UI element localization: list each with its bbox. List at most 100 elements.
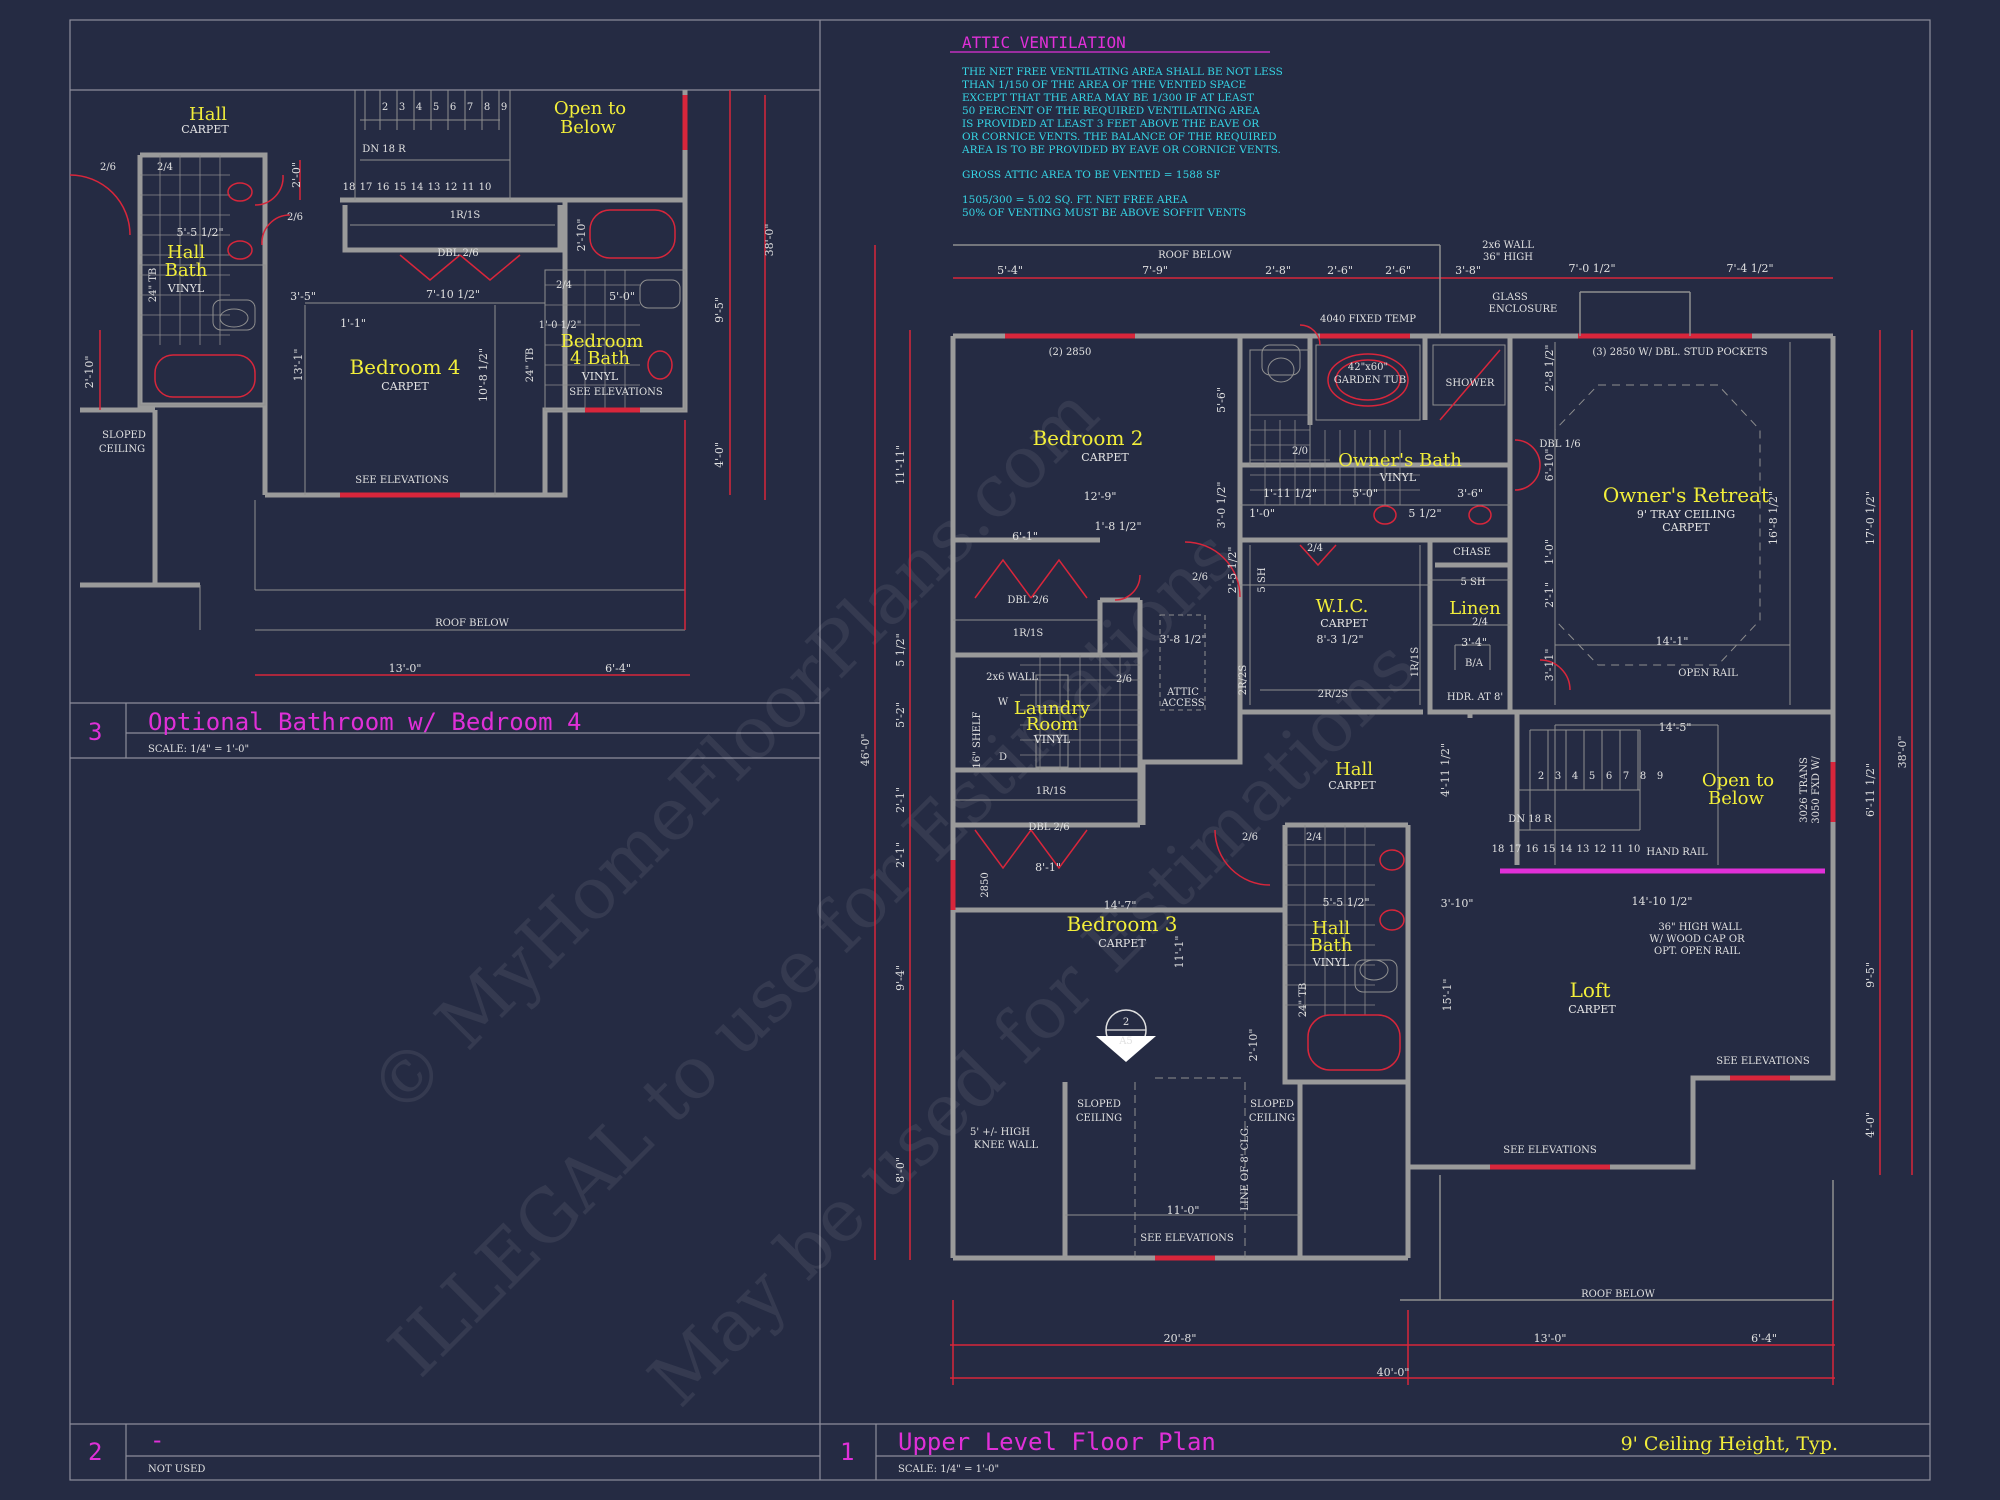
p3-stair-dn: DN 18 R [362, 144, 406, 155]
p1-dim-i7: 1'-11 1/2" [1263, 487, 1317, 500]
p1-hall: Hall [1335, 759, 1373, 780]
p3-room-hall-sub: CARPET [181, 123, 229, 136]
p1-dim-r1: 17'-0 1/2" [1864, 491, 1877, 545]
p3-dim-e: 5'-0" [609, 290, 635, 303]
p1-stair-top-6: 8 [1640, 771, 1646, 782]
p3-dim-f: 13'-1" [292, 349, 305, 382]
p1-tub-2: GARDEN TUB [1334, 375, 1406, 386]
p3-stair-top-0: 2 [382, 102, 388, 113]
p3-dim-a: 5'-5 1/2" [177, 226, 224, 239]
panel-1-scale: SCALE: 1/4" = 1'-0" [898, 1464, 999, 1475]
p1-2r2s-v: 2R/2S [1238, 665, 1249, 696]
attic-ventilation-note: ATTIC VENTILATION THE NET FREE VENTILATI… [950, 33, 1283, 219]
p1-dim-r4: 4'-0" [1864, 1112, 1877, 1138]
p1-window-2850: (2) 2850 [1049, 347, 1092, 358]
p1-dim-i13: 6'-10" [1543, 449, 1556, 482]
p3-dim-k: 9'-5" [713, 297, 726, 323]
panel-1-ceiling-note: 9' Ceiling Height, Typ. [1621, 1433, 1838, 1455]
p1-dim-i29: 11'-0" [1167, 1204, 1200, 1217]
attic-calc-2: 50% OF VENTING MUST BE ABOVE SOFFIT VENT… [962, 207, 1246, 219]
p1-section-marker: 2 A5 [1096, 1009, 1156, 1062]
p1-2r2s: 2R/2S [1318, 689, 1349, 700]
p1-door-24-c: 2/4 [1472, 617, 1488, 628]
p1-linen: Linen [1449, 598, 1501, 619]
p3-see-elevations-2: SEE ELEVATIONS [569, 387, 663, 398]
p1-windows [950, 333, 1836, 1261]
p3-hall-bath-1: Hall [167, 242, 205, 263]
p1-tub: 24" TB [1298, 983, 1309, 1018]
p1-attic-1: ATTIC [1166, 687, 1199, 698]
p1-dim-i23: 14'-10 1/2" [1632, 895, 1693, 908]
p1-stair-bot-4: 14 [1560, 844, 1573, 855]
p1-stair-numbers-top: 2 3 4 5 6 7 8 9 [1538, 771, 1663, 782]
p1-wall36-b: W/ WOOD CAP OR [1649, 934, 1745, 945]
p1-sh-5b: 5 SH [1257, 567, 1268, 592]
p1-dim-i19: 3'-4" [1461, 636, 1487, 649]
plan3-stairs [354, 90, 511, 200]
p1-wall-2x6: 2x6 WALL [1482, 240, 1534, 251]
p3-stair-bot-2: 16 [377, 182, 390, 193]
p1-wall-36: 36" HIGH [1483, 252, 1533, 263]
p1-hand-rail-label: HAND RAIL [1646, 847, 1708, 858]
p1-stair-bot-2: 16 [1526, 844, 1539, 855]
p3-bedroom-4: Bedroom 4 [349, 355, 460, 379]
p3-bed4-bath-2: 4 Bath [570, 348, 630, 369]
p1-interior-walls [953, 336, 1833, 1258]
p1-loft: Loft [1570, 978, 1611, 1002]
p1-door-26-c: 2/6 [1116, 674, 1132, 685]
attic-gross: GROSS ATTIC AREA TO BE VENTED = 1588 SF [962, 169, 1220, 181]
p1-dim-i17: 16'-8 1/2" [1767, 491, 1780, 545]
panel-3-number: 3 [88, 718, 102, 746]
p3-dim-10: 1'-0 1/2" [539, 320, 582, 331]
p1-bedroom-3-sub: CARPET [1098, 937, 1146, 950]
p1-dim-l4: 2'-1" [894, 787, 907, 813]
panel-2-title-block: 2 - NOT USED [88, 1426, 205, 1475]
p1-retreat-sub-2: CARPET [1662, 521, 1710, 534]
p3-door-26-b: 2/6 [287, 212, 303, 223]
attic-line-7: AREA IS TO BE PROVIDED BY EAVE OR CORNIC… [961, 144, 1281, 156]
p1-sloped-4: CEILING [1249, 1113, 1295, 1124]
p3-open-to-2: Below [560, 117, 616, 138]
sheet-frame [69, 19, 1931, 1481]
p1-shower: SHOWER [1446, 378, 1495, 389]
p3-room-hall: Hall [189, 104, 227, 125]
panel-1-title: Upper Level Floor Plan [898, 1428, 1216, 1456]
plan-upper-level: 2 A5 Bedroom 2 CARPET Owner's [859, 240, 1913, 1385]
p3-tub-2: 24" TB [525, 348, 536, 383]
p1-see-elevations-1: SEE ELEVATIONS [1140, 1233, 1234, 1244]
p1-roof-below-top: ROOF BELOW [1158, 250, 1233, 261]
p1-open-to-2: Below [1708, 788, 1764, 809]
p1-dim-t6: 3'-8" [1455, 264, 1481, 277]
p1-dim-b2: 13'-0" [1534, 1332, 1567, 1345]
p1-dim-b1: 20'-8" [1164, 1332, 1197, 1345]
p3-dim-m: 38'-0" [763, 224, 776, 257]
p1-door-26-b: 2/6 [1242, 832, 1258, 843]
p1-wall36-c: OPT. OPEN RAIL [1654, 946, 1740, 957]
p3-dim-d: 7'-10 1/2" [426, 288, 480, 301]
panel-3-title-block: 3 Optional Bathroom w/ Bedroom 4 SCALE: … [88, 708, 581, 755]
p3-closet-door: DBL 2/6 [437, 248, 478, 259]
p1-knee-2: KNEE WALL [974, 1140, 1039, 1151]
p1-dim-i15: 2'-1" [1543, 582, 1556, 608]
p1-stair-numbers-bottom: 18 17 16 15 14 13 12 11 10 [1492, 844, 1641, 855]
p3-stair-top-7: 9 [501, 102, 507, 113]
p3-dim-i: 2'-0" [290, 162, 303, 188]
p3-stair-bot-4: 14 [411, 182, 424, 193]
p1-dim-l6: 9'-4" [894, 965, 907, 991]
p3-dim-j: 2'-10" [575, 219, 588, 252]
p1-chase: CHASE [1453, 547, 1491, 558]
p1-dim-i25: 8'-1" [1035, 861, 1061, 874]
p1-dim-i5: 3'-0 1/2" [1215, 482, 1228, 529]
p1-section-top: 2 [1123, 1017, 1129, 1028]
p3-dim-g: 10'-8 1/2" [477, 348, 490, 402]
p1-stair-bot-5: 13 [1577, 844, 1590, 855]
p3-stair-numbers-bottom: 18 17 16 15 14 13 12 11 10 [343, 182, 492, 193]
p1-sloped-2: CEILING [1076, 1113, 1122, 1124]
p1-1r1s-v: 1R/1S [1410, 647, 1421, 678]
p1-dim-i18: 14'-1" [1656, 635, 1689, 648]
p1-dim-i8: 5'-0" [1352, 487, 1378, 500]
p1-dim-t1: 5'-4" [997, 264, 1023, 277]
p1-hall-bath-2: Bath [1310, 935, 1353, 956]
p1-dim-t5: 2'-6" [1385, 264, 1411, 277]
p1-sloped-3: SLOPED [1250, 1099, 1294, 1110]
